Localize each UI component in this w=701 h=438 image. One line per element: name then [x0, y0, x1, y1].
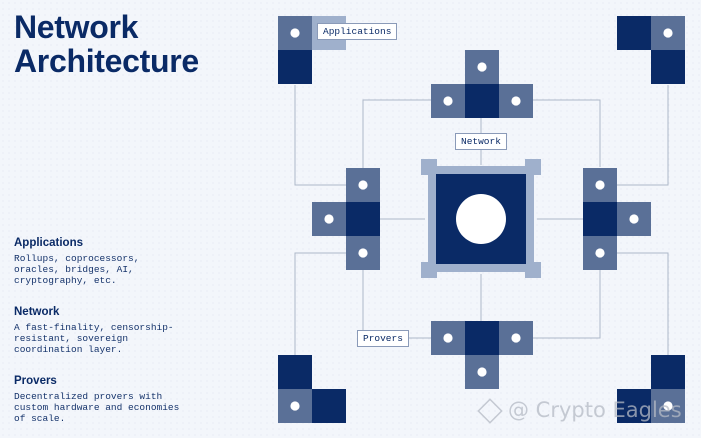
block-square: [465, 321, 499, 355]
block-square: [617, 16, 651, 50]
watermark-logo-icon: [477, 398, 503, 424]
node-dot-icon: [595, 180, 605, 190]
watermark-text: @ Crypto Eagles: [508, 398, 682, 422]
node-dot-icon: [477, 62, 487, 72]
applications-label: Applications: [317, 23, 398, 40]
block-square: [651, 355, 685, 389]
section-text: Rollups, coprocessors, oracles, bridges,…: [14, 253, 140, 286]
node-dot-icon: [443, 96, 453, 106]
connector-line: [533, 270, 601, 339]
node-dot-icon: [663, 401, 673, 411]
node-dot-icon: [511, 96, 521, 106]
connector-line: [362, 99, 431, 185]
block-square: [651, 50, 685, 84]
section-heading: Network: [14, 306, 60, 318]
section-provers: Provers Decentralized provers with custo…: [14, 375, 214, 424]
section-heading: Applications: [14, 237, 84, 249]
connector-line: [294, 85, 346, 186]
connector-line: [617, 85, 669, 186]
section-heading: Provers: [14, 375, 57, 387]
connector-line: [533, 99, 601, 167]
provers-label: Provers: [357, 330, 409, 347]
node-dot-icon: [629, 214, 639, 224]
connector-line: [294, 252, 346, 355]
block-square: [617, 389, 651, 423]
section-applications: Applications Rollups, coprocessors, orac…: [14, 237, 214, 286]
section-network: Network A fast-finality, censorship- res…: [14, 306, 214, 355]
block-square: [346, 202, 380, 236]
network-label: Network: [455, 133, 507, 150]
section-text: Decentralized provers with custom hardwa…: [14, 391, 180, 424]
page-title: Network Architecture: [14, 9, 199, 79]
node-dot-icon: [358, 180, 368, 190]
frame-corner: [525, 159, 541, 175]
block-square: [312, 389, 346, 423]
node-dot-icon: [290, 28, 300, 38]
node-dot-icon: [595, 248, 605, 258]
node-dot-icon: [324, 214, 334, 224]
connector-line: [617, 252, 669, 355]
block-square: [465, 84, 499, 118]
watermark: @ Crypto Eagles: [477, 398, 682, 424]
section-text: A fast-finality, censorship- resistant, …: [14, 322, 174, 355]
node-dot-icon: [358, 248, 368, 258]
node-dot-icon: [443, 333, 453, 343]
node-dot-icon: [511, 333, 521, 343]
frame-corner: [525, 262, 541, 278]
frame-corner: [421, 159, 437, 175]
block-square: [278, 50, 312, 84]
node-dot-icon: [663, 28, 673, 38]
node-dot-icon: [290, 401, 300, 411]
center-circle-icon: [456, 194, 506, 244]
connector-line: [362, 270, 431, 339]
frame-corner: [421, 262, 437, 278]
node-dot-icon: [477, 367, 487, 377]
block-square: [278, 355, 312, 389]
block-square: [583, 202, 617, 236]
diagram-blocks: [278, 16, 685, 423]
